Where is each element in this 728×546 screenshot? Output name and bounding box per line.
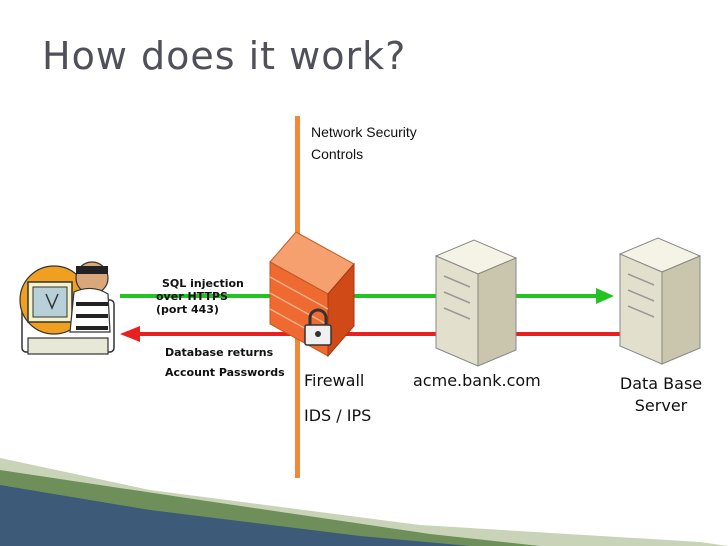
- request-arrow: [120, 288, 614, 304]
- page-title: How does it work?: [42, 34, 407, 78]
- web-server-label: acme.bank.com: [413, 371, 541, 390]
- attack-label: SQL injection over HTTPS (port 443): [156, 277, 244, 316]
- attack-line2: over HTTPS: [156, 290, 228, 303]
- attack-line1: SQL injection: [162, 277, 244, 290]
- network-security-controls-line2: Controls: [311, 146, 364, 162]
- lock-icon: [304, 308, 332, 346]
- network-security-controls-line1: Network Security: [311, 124, 417, 140]
- response-arrow: [120, 326, 622, 342]
- ids-ips-label: IDS / IPS: [304, 406, 372, 425]
- returns-line1: Database returns: [165, 346, 274, 359]
- firewall-icon: [269, 231, 355, 358]
- network-security-controls-label: Network Security Controls: [311, 121, 417, 165]
- web-server-icon: [434, 239, 518, 367]
- database-server-icon: [618, 237, 702, 365]
- db-server-line2: Server: [634, 396, 688, 415]
- footer-decoration: [0, 458, 728, 546]
- returns-line2: Account Passwords: [165, 366, 285, 379]
- db-server-line1: Data Base: [619, 374, 703, 393]
- firewall-label: Firewall: [304, 371, 365, 390]
- attack-line3: (port 443): [156, 303, 219, 316]
- returns-label: Database returns Account Passwords: [165, 343, 285, 383]
- db-server-label: Data Base Server: [612, 373, 710, 417]
- attacker-icon: [19, 261, 115, 355]
